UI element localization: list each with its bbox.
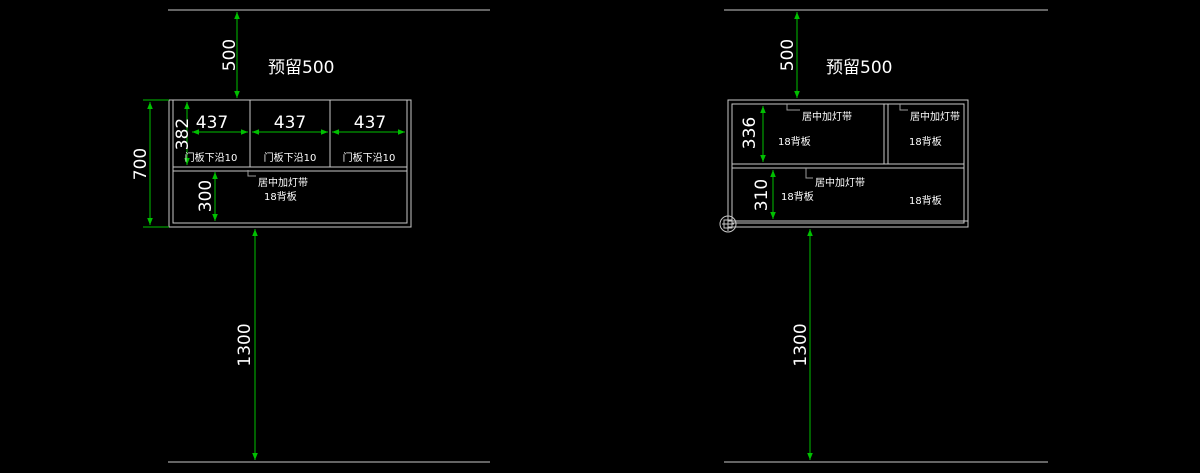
- left-upper-text: 382: [173, 118, 193, 150]
- right-reserve-label: 预留500: [826, 58, 892, 78]
- left-reserve-label: 预留500: [268, 58, 334, 78]
- left-back-note: 18背板: [264, 190, 297, 203]
- left-width-text-1: 437: [196, 113, 228, 133]
- right-light-note-a: 居中加灯带: [802, 110, 852, 123]
- right-top-gap-text: 500: [778, 39, 798, 71]
- right-lower-text: 310: [752, 179, 772, 211]
- right-leveling-foot-icon: [719, 215, 737, 233]
- right-cabinet: [727, 99, 969, 228]
- left-door-note-2: 门板下沿10: [264, 151, 317, 164]
- right-light-leader-c: [805, 168, 813, 179]
- left-light-leader: [247, 170, 256, 177]
- left-door-note-1: 门板下沿10: [185, 151, 238, 164]
- right-light-note-b: 居中加灯带: [910, 110, 960, 123]
- right-bottom-gap-text: 1300: [791, 323, 811, 366]
- right-back-note-b: 18背板: [909, 135, 942, 148]
- left-door-note-3: 门板下沿10: [343, 151, 396, 164]
- left-height-text: 700: [131, 148, 151, 180]
- right-upper-text: 336: [740, 117, 760, 149]
- right-back-note-a: 18背板: [778, 135, 811, 148]
- right-back-note-c: 18背板: [781, 190, 814, 203]
- left-width-text-2: 437: [274, 113, 306, 133]
- left-bottom-gap-text: 1300: [235, 323, 255, 366]
- left-elevation: 500 预留500 700 382 437 437 437 门板下沿10 门板下…: [131, 9, 490, 463]
- left-cabinet: [168, 99, 412, 228]
- right-light-leader-a: [786, 104, 800, 111]
- left-top-gap-text: 500: [220, 39, 240, 71]
- right-light-leader-b: [899, 104, 908, 111]
- left-width-text-3: 437: [354, 113, 386, 133]
- right-back-note-d: 18背板: [909, 194, 942, 207]
- right-elevation: 500 预留500 336 310 居中加灯带 18背板 居中加灯带 18背板 …: [719, 9, 1048, 463]
- left-lower-text: 300: [196, 180, 216, 212]
- right-light-note-c: 居中加灯带: [815, 176, 865, 189]
- left-light-note: 居中加灯带: [258, 176, 308, 189]
